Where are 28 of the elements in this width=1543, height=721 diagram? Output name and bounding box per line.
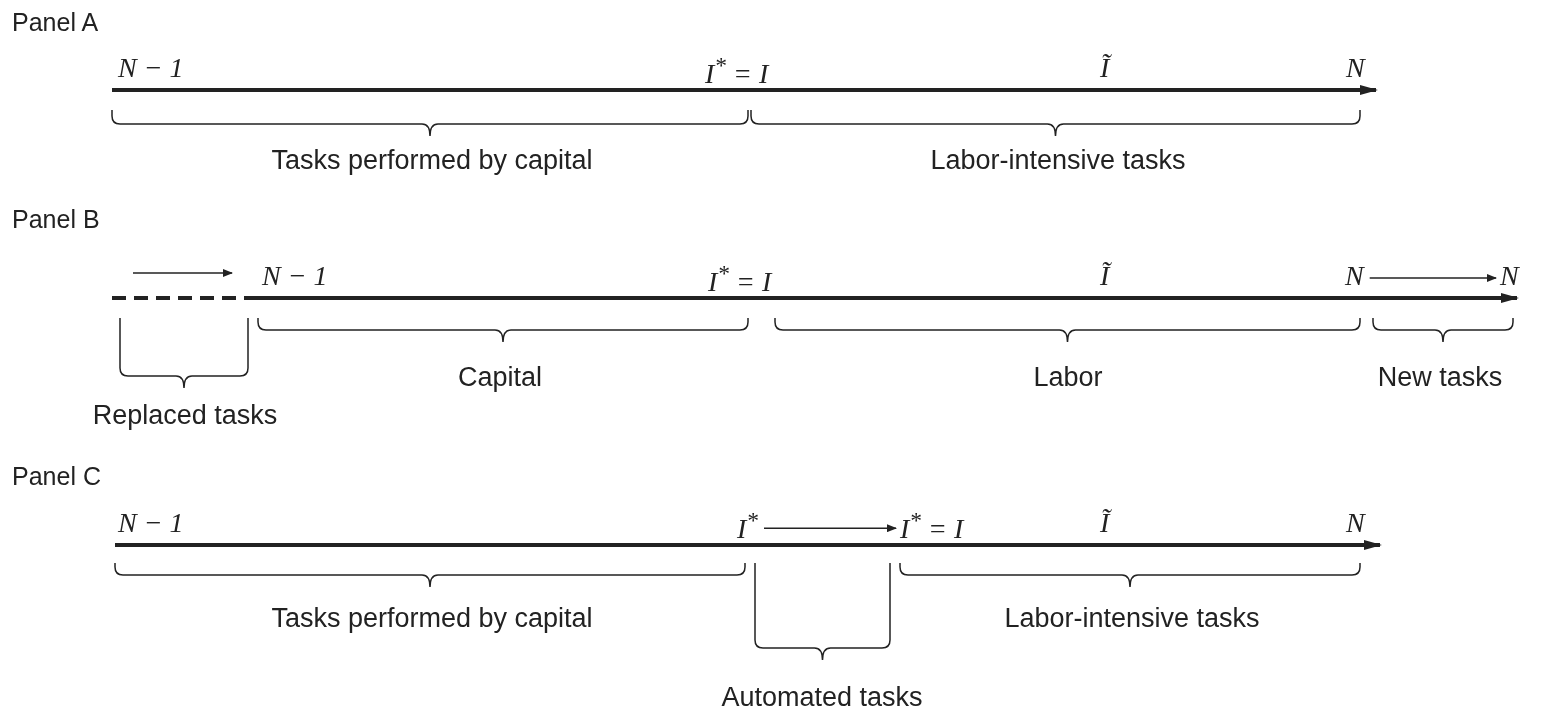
axis-label: I$^{*}$	[737, 507, 758, 546]
axis-label: N	[1500, 260, 1519, 292]
axis-label: Ĩ	[1100, 260, 1110, 292]
panel-label: Panel C	[12, 462, 101, 491]
brace-label: Labor-intensive tasks	[1004, 603, 1260, 634]
panel-label: Panel A	[12, 8, 99, 37]
axis-label: N	[1346, 507, 1365, 539]
axis-label: I$^{*}$ = I	[705, 52, 769, 91]
axis-label: N − 1	[118, 507, 184, 539]
brace-label: Replaced tasks	[92, 400, 278, 431]
arrow	[763, 524, 897, 533]
arrow	[1368, 274, 1497, 282]
panel-label: Panel B	[12, 205, 100, 234]
brace-label: New tasks	[1377, 362, 1503, 393]
brace-label: Capital	[458, 362, 542, 393]
brace-label: Labor-intensive tasks	[930, 145, 1186, 176]
axis-label: N	[1346, 52, 1365, 84]
brace-label: Tasks performed by capital	[271, 145, 593, 176]
axis-label: N − 1	[118, 52, 184, 84]
axis-label: N − 1	[262, 260, 328, 292]
brace-label: Tasks performed by capital	[271, 603, 593, 634]
axis-label: Ĩ	[1100, 507, 1110, 539]
brace-label: Labor	[1033, 362, 1103, 393]
axis-label: I$^{*}$ = I	[900, 507, 964, 546]
axis-label: Ĩ	[1100, 52, 1110, 84]
axis-label: I$^{*}$ = I	[708, 260, 772, 299]
axis-label: N	[1345, 260, 1364, 292]
brace-label: Automated tasks	[721, 682, 923, 713]
